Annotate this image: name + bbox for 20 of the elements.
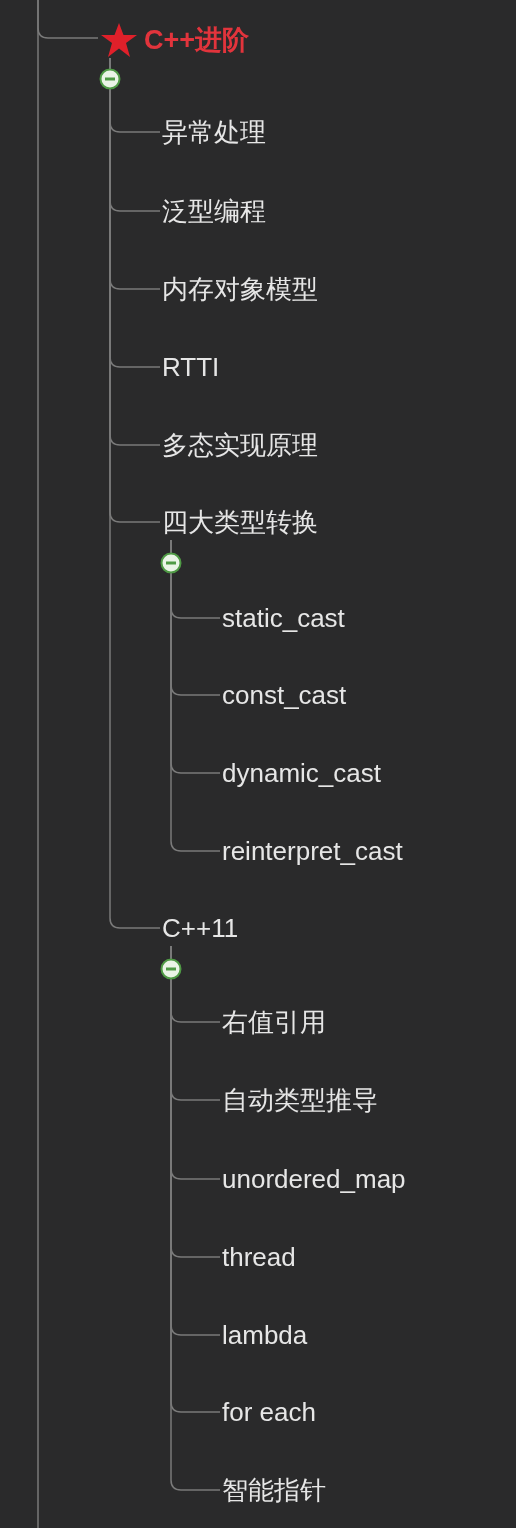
topic-label: 智能指针 — [222, 1473, 326, 1507]
topic-label: static_cast — [222, 602, 345, 634]
topic-label: 多态实现原理 — [162, 428, 318, 462]
topic-label: const_cast — [222, 679, 347, 711]
topic-label: reinterpret_cast — [222, 835, 403, 867]
topic-label: 内存对象模型 — [162, 272, 318, 306]
topic-label: 异常处理 — [162, 115, 266, 149]
topic-label: 自动类型推导 — [222, 1083, 378, 1117]
topic-label: C++11 — [162, 912, 239, 944]
topic-label: RTTI — [162, 351, 220, 383]
topic-title: C++进阶 — [144, 24, 250, 57]
connector-line — [37, 0, 99, 39]
topic-label: 右值引用 — [222, 1005, 326, 1039]
topic-label: 四大类型转换 — [162, 505, 318, 539]
topic-label: for each — [222, 1396, 316, 1428]
topic-label: 泛型编程 — [162, 194, 266, 228]
topic-label: lambda — [222, 1319, 308, 1351]
topic-label: unordered_map — [222, 1163, 406, 1195]
topic-label: dynamic_cast — [222, 757, 381, 789]
topic-label: thread — [222, 1241, 296, 1273]
